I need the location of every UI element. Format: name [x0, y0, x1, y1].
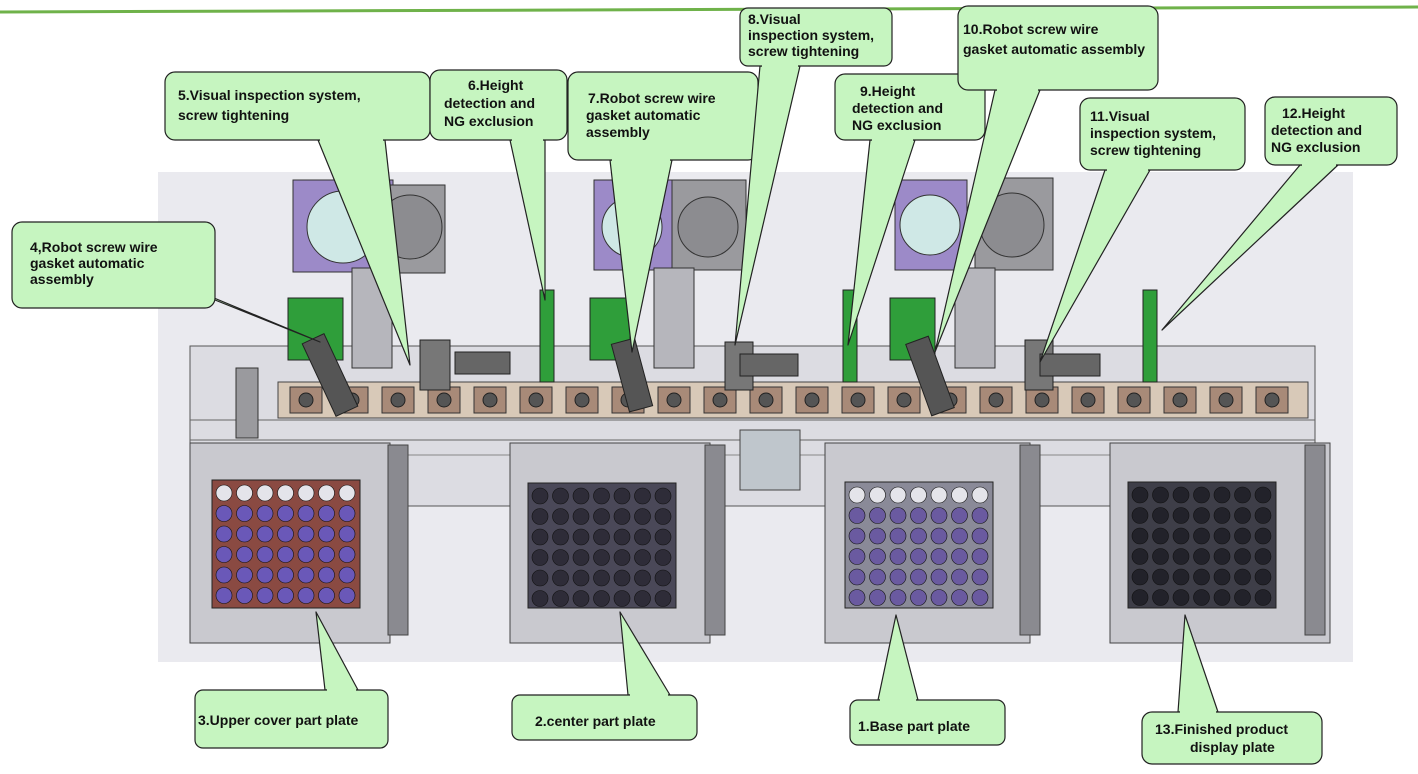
center-part-plate [527, 482, 677, 609]
callout-8-visual-inspection: 8.Visual inspection system, screw tighte… [734, 7, 893, 346]
callout-12-label: 12.Height detection and NG exclusion [1271, 105, 1366, 155]
callout-13-finished-product: 13.Finished product display plate [1141, 614, 1323, 765]
callout-9-label: 9.Height detection and NG exclusion [852, 83, 947, 133]
callout-1-label: 1.Base part plate [858, 718, 970, 734]
robot-arms [301, 333, 955, 417]
callout-3-label: 3.Upper cover part plate [198, 712, 358, 728]
callout-7-robot-screw-wire-gasket: 7.Robot screw wire gasket automatic asse… [567, 71, 759, 353]
callout-5-visual-inspection: 5.Visual inspection system, screw tighte… [164, 71, 431, 366]
callout-4-robot-screw-wire-gasket: 4,Robot screw wire gasket automatic asse… [11, 221, 321, 343]
callout-11-visual-inspection: 11.Visual inspection system, screw tight… [1039, 97, 1246, 363]
callout-2-center-part-plate: 2.center part plate [511, 611, 698, 741]
callouts: 1.Base part plate 2.center part plate 3.… [11, 5, 1398, 765]
upper-cover-plate [211, 479, 361, 609]
callout-13-label: 13.Finished product display plate [1155, 721, 1292, 755]
callout-2-label: 2.center part plate [535, 713, 656, 729]
callout-6-height-detection: 6.Height detection and NG exclusion [429, 69, 568, 301]
callout-11-label: 11.Visual inspection system, screw tight… [1090, 108, 1220, 158]
callout-5-label: 5.Visual inspection system, screw tighte… [178, 87, 365, 123]
callout-12-height-detection: 12.Height detection and NG exclusion [1161, 96, 1398, 331]
callout-6-label: 6.Height detection and NG exclusion [444, 77, 539, 129]
callout-10-label: 10.Robot screw wire gasket automatic ass… [963, 21, 1145, 57]
callout-10-robot-screw-wire-gasket: 10.Robot screw wire gasket automatic ass… [934, 5, 1159, 353]
top-rule [0, 5, 1418, 14]
callout-4-label: 4,Robot screw wire gasket automatic asse… [30, 239, 161, 287]
callout-3-upper-cover-part-plate: 3.Upper cover part plate [194, 611, 389, 749]
callout-9-height-detection: 9.Height detection and NG exclusion [834, 73, 986, 346]
finished-product-plate [1127, 481, 1277, 609]
base-part-plate [844, 481, 994, 609]
callout-1-base-part-plate: 1.Base part plate [849, 614, 1006, 746]
callout-7-label: 7.Robot screw wire gasket automatic asse… [586, 90, 719, 140]
callout-8-label: 8.Visual inspection system, screw tighte… [748, 11, 878, 59]
